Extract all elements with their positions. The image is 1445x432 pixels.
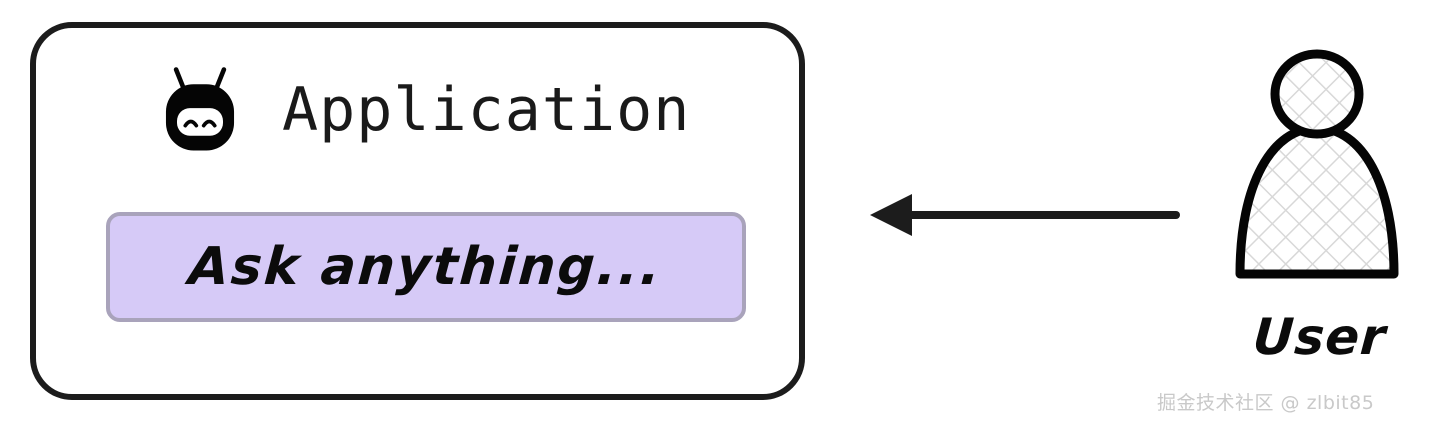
user-figure-icon [1235,49,1399,279]
application-header: Application [154,64,690,156]
application-container: Application Ask anything... [30,22,805,400]
application-title: Application [282,75,691,145]
robot-icon [165,67,235,151]
ask-anything-input[interactable]: Ask anything... [106,212,746,322]
user-label: User [1251,308,1388,366]
arrow-left-icon [870,194,1180,236]
ask-anything-placeholder: Ask anything... [187,237,665,297]
watermark-text: 掘金技术社区 @ zlbit85 [1157,392,1375,414]
